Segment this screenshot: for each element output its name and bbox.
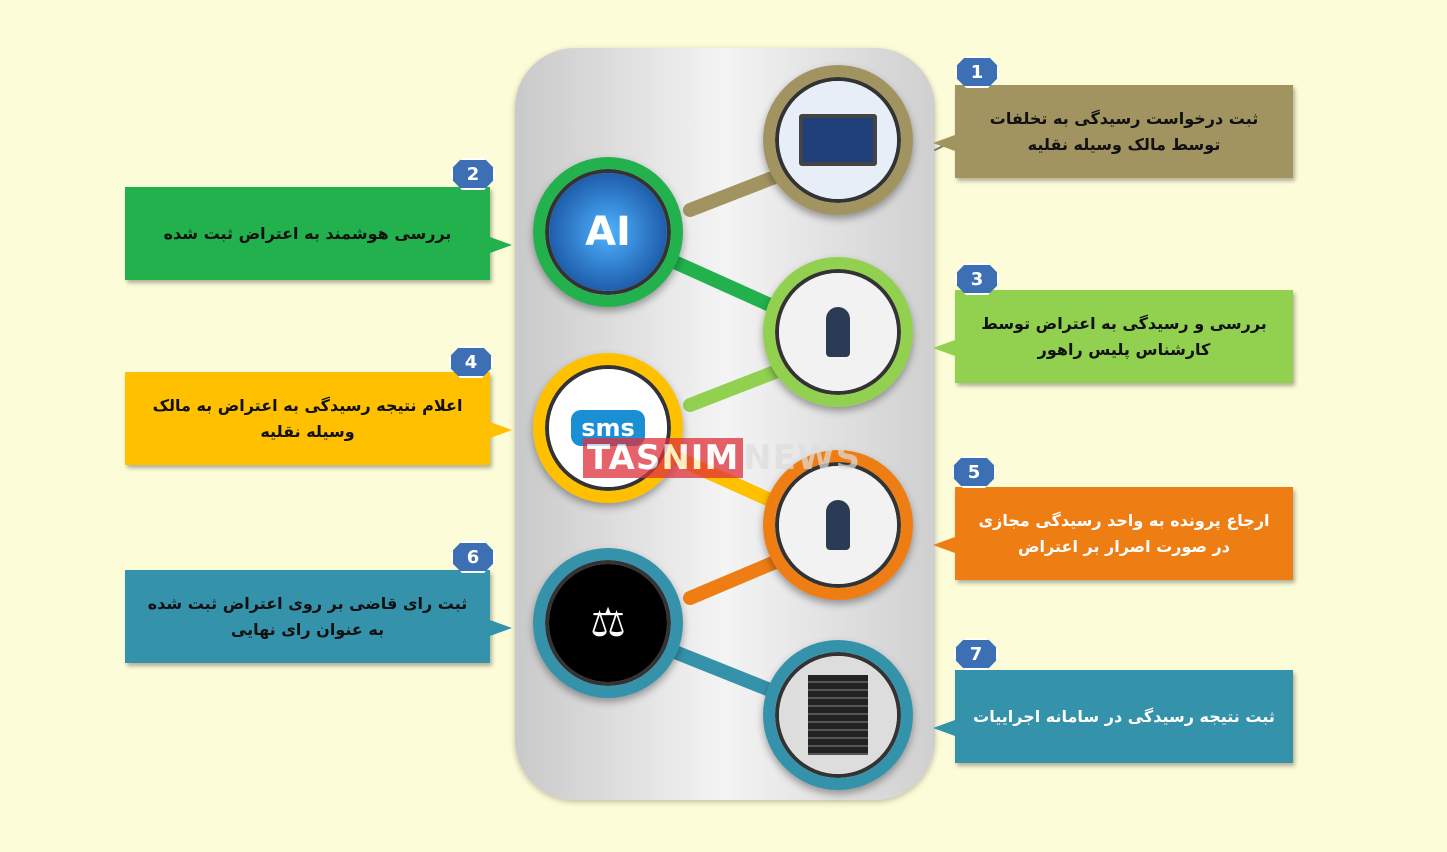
step-3-box: بررسی و رسیدگی به اعتراض توسط کارشناس پل… (933, 290, 1293, 383)
arrow-1-2 (683, 168, 787, 217)
step-4-badge: 4 (449, 346, 493, 378)
step-4-circle: sms (533, 353, 683, 503)
step-3-text: بررسی و رسیدگی به اعتراض توسط کارشناس پل… (981, 313, 1267, 359)
step-2-circle: AI (533, 157, 683, 307)
step-6-text: ثبت رای قاضی بر روی اعتراض ثبت شده به عن… (147, 593, 468, 639)
step-6-circle: ⚖ (533, 548, 683, 698)
operator-icon (779, 466, 897, 584)
watermark-part2: NEWS (743, 438, 861, 478)
step-7-box: ثبت نتیجه رسیدگی در سامانه اجراییات (933, 670, 1293, 763)
step-5-box: ارجاع پرونده به واحد رسیدگی مجازی در صور… (933, 487, 1293, 580)
step-4-text: اعلام نتیجه رسیدگی به اعتراض به مالک وسی… (152, 395, 463, 441)
step-2-text: بررسی هوشمند به اعتراض ثبت شده (163, 223, 452, 243)
step-7-text: ثبت نتیجه رسیدگی در سامانه اجراییات (973, 706, 1275, 726)
step-2-badge: 2 (451, 158, 495, 190)
arrow-2-3 (663, 253, 777, 312)
arrow-3-4 (683, 363, 787, 412)
step-3-circle (763, 257, 913, 407)
judge-icon: ⚖ (549, 564, 667, 682)
arrow-5-6 (683, 553, 787, 605)
step-7-badge: 7 (954, 638, 998, 670)
step-1-text: ثبت درخواست رسیدگی به تخلفات توسط مالک و… (989, 108, 1259, 154)
step-1-box: ثبت درخواست رسیدگی به تخلفات توسط مالک و… (933, 85, 1293, 178)
laptop-icon (779, 81, 897, 199)
step-6-box: ثبت رای قاضی بر روی اعتراض ثبت شده به عن… (125, 570, 512, 663)
ai-icon: AI (549, 173, 667, 291)
watermark-part1: TASNIM (583, 438, 744, 478)
arrow-6-7 (663, 643, 777, 697)
step-2-box: بررسی هوشمند به اعتراض ثبت شده (125, 187, 512, 280)
step-1-badge: 1 (955, 56, 999, 88)
step-1-circle (763, 65, 913, 215)
step-6-badge: 6 (451, 541, 495, 573)
step-3-badge: 3 (955, 263, 999, 295)
server-icon (779, 656, 897, 774)
step-4-box: اعلام نتیجه رسیدگی به اعتراض به مالک وسی… (125, 372, 512, 465)
step-7-circle (763, 640, 913, 790)
step-5-text: ارجاع پرونده به واحد رسیدگی مجازی در صور… (978, 510, 1270, 556)
operator-icon (779, 273, 897, 391)
step-5-badge: 5 (952, 456, 996, 488)
